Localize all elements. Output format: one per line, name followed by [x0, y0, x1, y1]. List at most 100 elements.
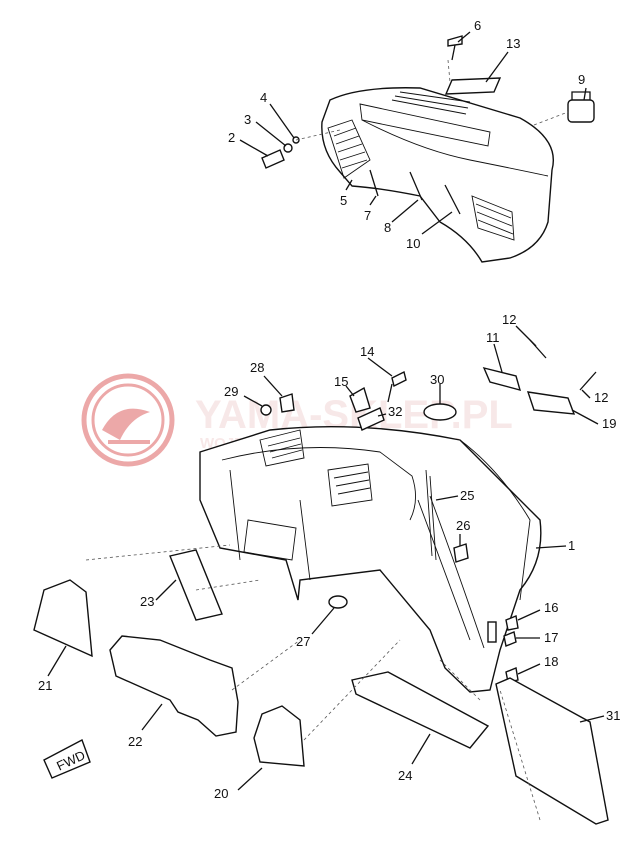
callout-22-text: 22: [128, 734, 142, 749]
switch-9: [567, 91, 595, 123]
callout-32-text: 32: [388, 404, 402, 419]
callout-4-text: 4: [260, 90, 267, 105]
callout-26: 26: [456, 518, 470, 546]
fwd-badge: FWD: [43, 739, 91, 779]
callout-3-text: 3: [244, 112, 251, 127]
callout-14-text: 14: [360, 344, 374, 359]
callout-20: 20: [214, 767, 263, 801]
assembly-guides: [85, 544, 541, 821]
callout-31-text: 31: [606, 708, 620, 723]
pad-20: [253, 705, 305, 767]
callout-19: 19: [571, 409, 616, 431]
bracket-11: [482, 366, 522, 391]
emblem-30: [423, 403, 457, 421]
callout-14: 14: [360, 344, 393, 377]
washer-17: [503, 631, 517, 647]
callout-9: 9: [578, 72, 587, 101]
callout-26-text: 26: [456, 518, 470, 533]
front-cowl-assembly: [199, 425, 542, 693]
grommet-28: [279, 393, 295, 413]
callouts: 6 13 9 4 3 2 5 7 8 10 12 11 12 19 14 28 …: [38, 18, 620, 801]
callout-12a: 12: [502, 312, 537, 347]
right-vent: [471, 195, 515, 241]
callout-12b: 12: [581, 389, 608, 405]
callout-8-text: 8: [384, 220, 391, 235]
callout-21: 21: [38, 645, 67, 693]
callout-7-text: 7: [364, 208, 371, 223]
reflector-26: [453, 543, 469, 563]
callout-31: 31: [579, 708, 620, 723]
panel-31: [495, 677, 609, 825]
bracket-19: [526, 391, 576, 415]
callout-5-text: 5: [340, 193, 347, 208]
nut-29: [260, 404, 272, 416]
callout-30: 30: [430, 372, 444, 404]
left-vent: [327, 119, 371, 179]
callout-18-text: 18: [544, 654, 558, 669]
callout-17: 17: [516, 630, 558, 645]
callout-24-text: 24: [398, 768, 412, 783]
callout-28: 28: [250, 360, 283, 397]
callout-25: 25: [435, 488, 474, 503]
callout-18: 18: [517, 654, 558, 675]
callout-20-text: 20: [214, 786, 228, 801]
nut-16: [505, 615, 519, 631]
callout-11-text: 11: [486, 330, 500, 345]
callout-15: 15: [334, 374, 355, 397]
bolt-6: [447, 35, 463, 61]
callout-16: 16: [517, 600, 558, 621]
callout-7: 7: [364, 195, 377, 223]
callout-9-text: 9: [578, 72, 585, 87]
callout-13-text: 13: [506, 36, 520, 51]
callout-23: 23: [140, 579, 177, 609]
callout-27-text: 27: [296, 634, 310, 649]
spring-32: [357, 407, 385, 431]
screw-12b: [579, 371, 597, 391]
callout-11: 11: [486, 330, 503, 373]
callout-19-text: 19: [602, 416, 616, 431]
callout-5: 5: [340, 179, 353, 208]
pad-23: [169, 549, 223, 621]
bolt-8: [409, 171, 423, 201]
callout-29: 29: [224, 384, 263, 407]
callout-2-text: 2: [228, 130, 235, 145]
callout-4: 4: [260, 90, 295, 139]
callout-1-text: 1: [568, 538, 575, 553]
pad-22: [109, 635, 239, 737]
callout-17-text: 17: [544, 630, 558, 645]
callout-23-text: 23: [140, 594, 154, 609]
callout-24: 24: [398, 733, 431, 783]
callout-10-text: 10: [406, 236, 420, 251]
callout-28-text: 28: [250, 360, 264, 375]
callout-25-text: 25: [460, 488, 474, 503]
callout-22: 22: [128, 703, 163, 749]
upper-cowl-assembly: [261, 35, 595, 263]
callout-30-text: 30: [430, 372, 444, 387]
callout-12b-text: 12: [594, 390, 608, 405]
callout-6: 6: [457, 18, 481, 43]
callout-12a-text: 12: [502, 312, 516, 327]
watermark-logo-icon: [81, 373, 175, 467]
bar-24: [351, 671, 490, 749]
callout-10: 10: [406, 211, 453, 251]
bolt-7: [369, 169, 379, 197]
callout-13: 13: [485, 36, 520, 83]
callout-16-text: 16: [544, 600, 558, 615]
screw-set: [261, 136, 300, 169]
bolt-10: [444, 184, 461, 215]
callout-32: 32: [377, 404, 402, 419]
callout-3: 3: [244, 112, 287, 147]
callout-2: 2: [228, 130, 269, 157]
callout-21-text: 21: [38, 678, 52, 693]
callout-29-text: 29: [224, 384, 238, 399]
clip-15: [349, 386, 371, 413]
grommet-27: [328, 595, 348, 609]
callout-1: 1: [535, 538, 575, 553]
callout-15-text: 15: [334, 374, 348, 389]
pad-21: [33, 579, 93, 658]
callout-8: 8: [384, 199, 419, 235]
callout-6-text: 6: [474, 18, 481, 33]
bolt-14: [387, 370, 407, 403]
callout-27: 27: [296, 607, 335, 649]
